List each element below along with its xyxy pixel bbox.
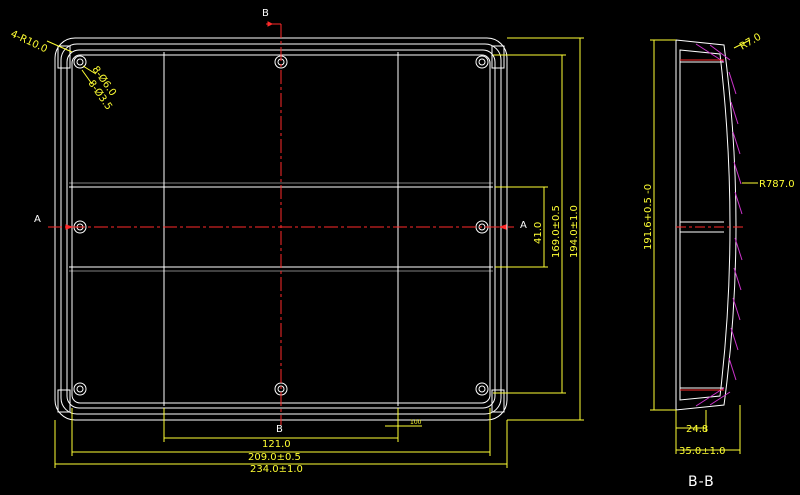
- section-hatch: [695, 43, 743, 407]
- dim-169: 169.0±0.5: [551, 205, 562, 258]
- dim-r787: R787.0: [759, 179, 795, 190]
- screw-hole-top-left: [73, 55, 87, 69]
- dims-horizontal: [54, 408, 508, 468]
- screw-hole-bottom-left: [73, 382, 87, 396]
- dim-194: 194.0±1.0: [569, 205, 580, 258]
- screw-hole-top-right: [475, 55, 489, 69]
- section-title: B-B: [688, 474, 715, 490]
- dim-209: 209.0±0.5: [248, 452, 301, 463]
- dim-r7: R7.0: [738, 32, 763, 53]
- section-mark-b-top: B: [262, 8, 269, 19]
- section-dims: [650, 39, 758, 454]
- dim-100: 100: [410, 419, 422, 426]
- section-mark-a-left: A: [34, 214, 41, 225]
- dim-height: 191.6+0.5 -0: [643, 184, 654, 250]
- dims-vertical: [493, 37, 584, 421]
- section-lines: [48, 21, 514, 425]
- dim-24-8: 24.8: [686, 424, 708, 435]
- dim-35: 35.0±1.0: [679, 446, 726, 457]
- section-profile-inner: [679, 49, 731, 401]
- section-view: [675, 39, 745, 411]
- section-profile-outer: [675, 39, 737, 411]
- section-mark-b-bottom: B: [276, 424, 283, 435]
- note-corner-radius: 4-R10.0: [9, 29, 49, 56]
- dim-234: 234.0±1.0: [250, 464, 303, 475]
- section-mark-a-right: A: [520, 220, 527, 231]
- screw-hole-bottom-right: [475, 382, 489, 396]
- dim-121: 121.0: [262, 439, 291, 450]
- dim-41: 41.0: [533, 222, 544, 244]
